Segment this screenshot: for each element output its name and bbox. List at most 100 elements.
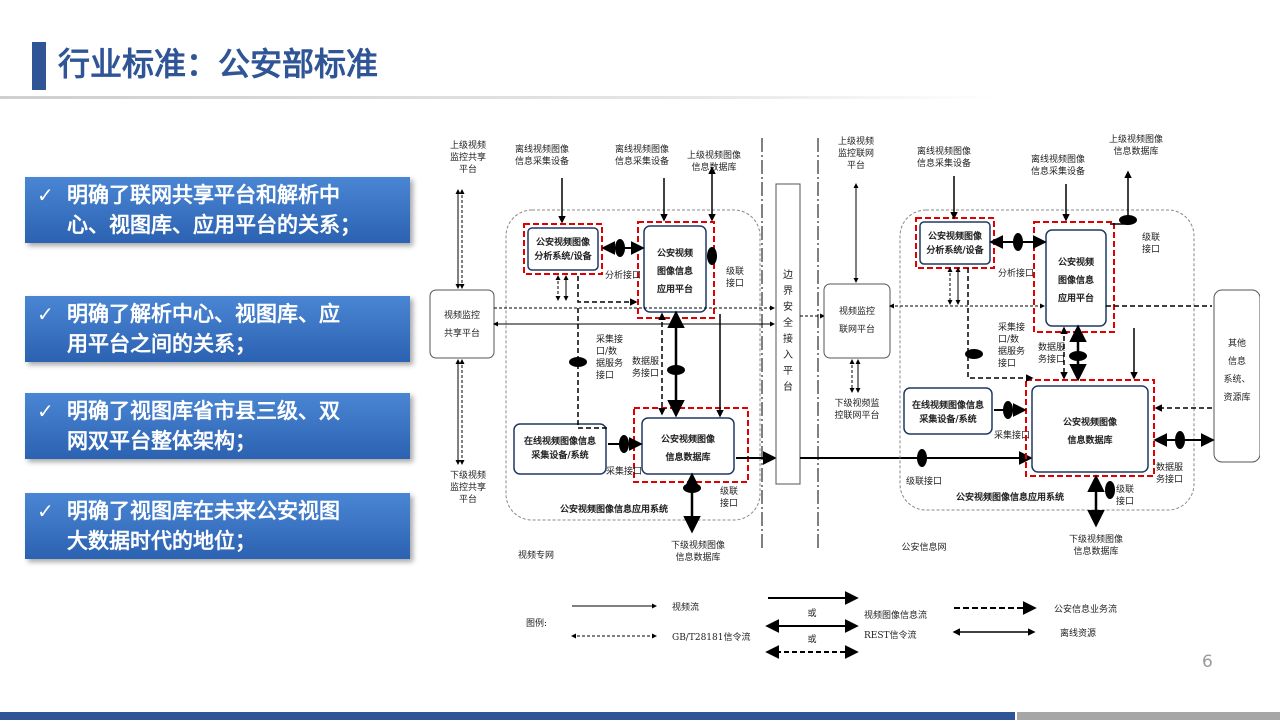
right-system-boundary xyxy=(899,209,1195,511)
right-cascade-iface-3-label: 级联接口 xyxy=(1116,483,1134,507)
left-image-db-label: 公安视频图像信息数据库 xyxy=(661,433,716,463)
right-cascade-iface-2-label: 级联接口 xyxy=(906,475,942,487)
title-accent-bar xyxy=(32,42,46,90)
left-image-db-node xyxy=(641,417,735,475)
legend-title: 图例: xyxy=(526,617,547,629)
right-cascade-node-3 xyxy=(1105,481,1115,499)
left-cascade-node-2 xyxy=(683,483,701,493)
left-lower-share-label: 下级视频监控共享平台 xyxy=(450,469,486,505)
check-icon: ✓ xyxy=(37,499,54,523)
left-analysis-to-app-dashed xyxy=(577,276,638,306)
right-app-platform-label: 公安视频图像信息应用平台 xyxy=(1058,256,1094,304)
left-collect-iface-2-label: 采集接口 xyxy=(606,465,642,477)
bullet-2-line-1: 明确了解析中心、视图库、应 xyxy=(67,302,340,326)
page-number: 6 xyxy=(1202,652,1213,672)
right-online-collect-label: 在线视频图像信息采集设备/系统 xyxy=(912,399,984,425)
legend-video-flow: 视频流 xyxy=(672,601,699,613)
right-lower-network-label: 下级视频监控联网平台 xyxy=(834,397,879,421)
legend-police-flow: 公安信息业务流 xyxy=(1054,603,1117,615)
left-analysis-label: 公安视频图像分析系统/设备 xyxy=(534,236,592,262)
right-offline-collect-2-label: 离线视频图像信息采集设备 xyxy=(1031,153,1085,177)
right-system-label: 公安视频图像信息应用系统 xyxy=(956,491,1064,503)
left-system-label: 公安视频图像信息应用系统 xyxy=(560,503,668,515)
legend-gb-flow: GB/T28181信令流 xyxy=(672,631,750,643)
bullet-2-line-2: 用平台之间的关系； xyxy=(67,332,256,356)
left-offline-collect-1-label: 离线视频图像信息采集设备 xyxy=(515,143,569,167)
right-collect-iface-label: 采集接口/数据服务接口 xyxy=(998,321,1025,369)
right-collect-iface-node xyxy=(965,349,983,359)
bullet-4-line-2: 大数据时代的地位； xyxy=(67,529,256,553)
left-share-platform-label: 视频监控共享平台 xyxy=(444,309,480,339)
right-cascade-iface-1-label: 级联接口 xyxy=(1142,231,1160,255)
other-systems-node xyxy=(1213,289,1260,463)
bullet-1-line-2: 心、视图库、应用平台的关系； xyxy=(67,213,361,237)
right-image-db-node xyxy=(1031,385,1149,473)
page-title: 行业标准：公安部标准 xyxy=(58,45,379,83)
left-data-service-node xyxy=(667,365,685,375)
left-cascade-iface-1-label: 级联接口 xyxy=(726,265,744,289)
right-online-collect-node xyxy=(903,387,993,435)
footer-bar-gray xyxy=(1017,712,1280,720)
bullet-1-line-1: 明确了联网共享平台和解析中 xyxy=(67,183,340,207)
left-offline-collect-2-label: 离线视频图像信息采集设备 xyxy=(615,143,669,167)
left-analysis-node xyxy=(527,227,599,271)
bullet-box-2: ✓ 明确了解析中心、视图库、应 用平台之间的关系； xyxy=(25,296,410,362)
bullet-box-4: ✓ 明确了视图库在未来公安视图 大数据时代的地位； xyxy=(25,493,410,559)
right-cascade-node-1 xyxy=(1119,215,1137,225)
left-online-collect-node xyxy=(513,423,607,475)
bullet-4-line-1: 明确了视图库在未来公安视图 xyxy=(67,499,340,523)
bullet-3-line-2: 网双平台整体架构； xyxy=(67,429,256,453)
right-cascade-iface-node xyxy=(917,449,927,467)
left-lower-db-label: 下级视频图像信息数据库 xyxy=(671,539,725,563)
left-collect-iface-label: 采集接口/数据服务接口 xyxy=(596,333,623,381)
architecture-diagram: 上级视频监控共享平台 离线视频图像信息采集设备 离线视频图像信息采集设备 上级视… xyxy=(429,133,1260,659)
left-upper-db-label: 上级视频图像信息数据库 xyxy=(687,149,741,173)
left-cascade-node-1 xyxy=(707,247,717,265)
left-analysis-to-db-dashed xyxy=(577,308,610,429)
check-icon: ✓ xyxy=(37,183,54,207)
legend-rest-flow: REST信令流 xyxy=(864,629,917,641)
left-analysis-iface-label: 分析接口 xyxy=(605,269,641,281)
bullet-3-line-1: 明确了视图库省市县三级、双 xyxy=(67,399,340,423)
left-analysis-iface-node xyxy=(615,239,625,257)
right-analysis-iface-label: 分析接口 xyxy=(998,267,1034,279)
right-network-platform-label: 视频监控联网平台 xyxy=(839,305,875,335)
left-collect-iface-node xyxy=(569,357,587,367)
bullet-box-3: ✓ 明确了视图库省市县三级、双 网双平台整体架构； xyxy=(25,393,410,459)
legend-image-info-flow: 视频图像信息流 xyxy=(864,609,927,621)
check-icon: ✓ xyxy=(37,399,54,423)
legend: 图例: 视频流 GB/T28181信令流 或 视频图像信息流 或 REST信令流… xyxy=(526,591,1117,659)
right-upper-db-label: 上级视频图像信息数据库 xyxy=(1109,133,1163,157)
right-collect-iface-2-node xyxy=(1003,401,1013,419)
title-divider xyxy=(0,96,1000,99)
bullet-box-1: ✓ 明确了联网共享平台和解析中 心、视图库、应用平台的关系； xyxy=(25,177,410,243)
right-data-service-iface-2-label: 数据服务接口 xyxy=(1156,461,1183,485)
right-data-service-iface-label: 数据服务接口 xyxy=(1038,341,1065,365)
right-upper-network-label: 上级视频监控联网平台 xyxy=(838,135,874,171)
footer-bar-blue xyxy=(0,712,1015,720)
right-analysis-node xyxy=(919,221,991,265)
right-network-platform-node xyxy=(823,283,891,359)
left-cascade-iface-2-label: 级联接口 xyxy=(720,485,738,509)
left-upper-share-label: 上级视频监控共享平台 xyxy=(450,139,486,175)
right-network-label: 公安信息网 xyxy=(901,541,946,553)
right-analysis-to-db-dashed xyxy=(967,268,1034,382)
right-offline-collect-1-label: 离线视频图像信息采集设备 xyxy=(917,145,971,169)
check-icon: ✓ xyxy=(37,302,54,326)
right-data-service-node xyxy=(1069,351,1087,361)
other-systems-label: 其他信息系统、资源库 xyxy=(1223,337,1250,403)
right-data-service-node-2 xyxy=(1175,431,1185,449)
right-analysis-iface-node xyxy=(1013,233,1023,251)
left-collect-iface-2-node xyxy=(619,435,629,453)
left-online-collect-label: 在线视频图像信息采集设备/系统 xyxy=(524,435,596,461)
border-platform-node xyxy=(775,183,801,485)
left-app-platform-label: 公安视频图像信息应用平台 xyxy=(657,247,693,295)
right-analysis-label: 公安视频图像分析系统/设备 xyxy=(926,230,984,256)
right-image-db-label: 公安视频图像信息数据库 xyxy=(1063,416,1118,446)
left-data-service-iface-label: 数据服务接口 xyxy=(632,355,659,379)
left-share-platform-node xyxy=(429,289,495,359)
border-platform-label: 边界安全接入平台 xyxy=(783,269,793,393)
left-network-label: 视频专网 xyxy=(518,549,554,561)
right-collect-iface-2-label: 采集接口 xyxy=(994,429,1030,441)
legend-offline-resource: 离线资源 xyxy=(1060,627,1096,639)
